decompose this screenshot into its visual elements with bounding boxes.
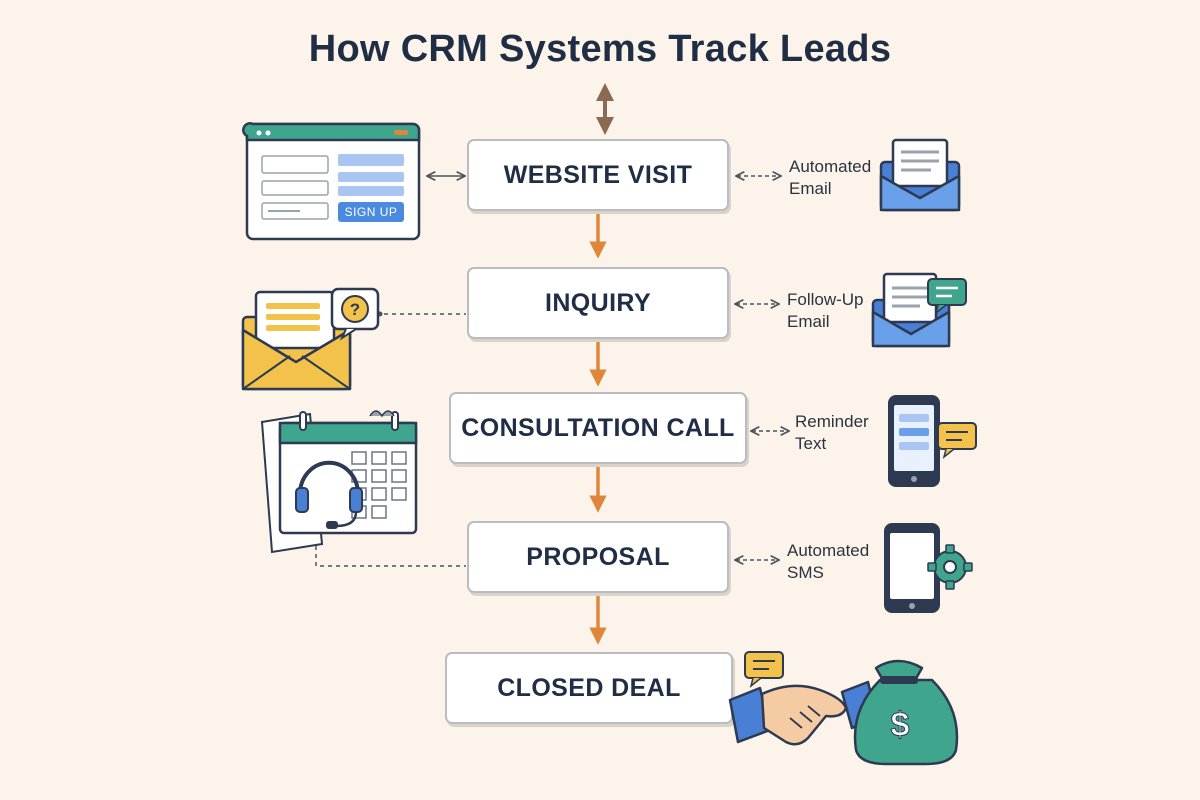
- stage-inquiry: INQUIRY: [467, 267, 729, 339]
- stage-label: CONSULTATION CALL: [461, 413, 735, 442]
- automation-note-3: Reminder Text: [795, 411, 869, 455]
- stage-label: PROPOSAL: [526, 542, 670, 571]
- automation-note-2: Follow-Up Email: [787, 289, 864, 333]
- stage-website-visit: WEBSITE VISIT: [467, 139, 729, 211]
- note-line-1: Automated: [787, 541, 870, 560]
- note-line-2: Email: [789, 179, 832, 198]
- note-line-2: Text: [795, 434, 827, 453]
- automation-note-4: Automated SMS: [787, 540, 869, 584]
- note-line-1: Reminder: [795, 412, 869, 431]
- stage-label: WEBSITE VISIT: [503, 160, 693, 189]
- automation-note-1: Automated Email: [789, 156, 871, 200]
- stage-label: INQUIRY: [544, 288, 652, 317]
- diagram-title: How CRM Systems Track Leads: [308, 28, 892, 70]
- stage-closed-deal: CLOSED DEAL: [445, 652, 733, 724]
- stage-label: CLOSED DEAL: [497, 673, 681, 702]
- left-connector-2-dot: [377, 311, 383, 317]
- left-connector-3: [315, 530, 466, 567]
- stage-consultation-call: CONSULTATION CALL: [449, 392, 747, 464]
- note-line-2: Email: [787, 312, 830, 331]
- note-line-1: Automated: [789, 157, 872, 176]
- stage-proposal: PROPOSAL: [467, 521, 729, 593]
- note-line-2: SMS: [787, 563, 824, 582]
- note-line-1: Follow-Up: [787, 290, 864, 309]
